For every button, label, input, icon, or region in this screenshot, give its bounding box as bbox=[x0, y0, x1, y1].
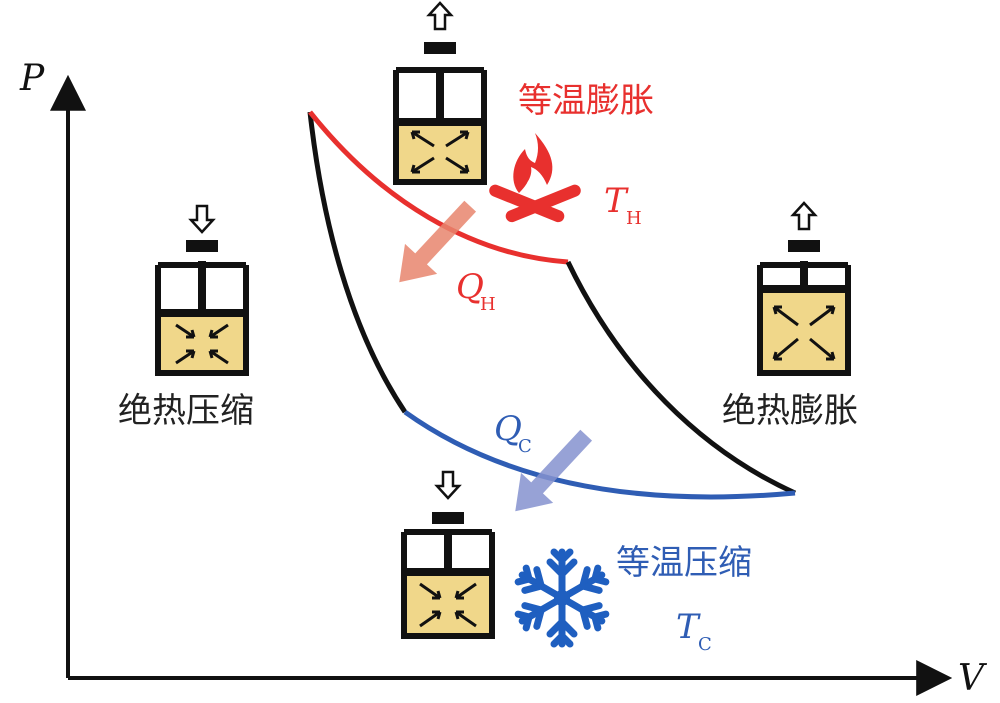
cycle-curves bbox=[307, 110, 797, 500]
heat-cold-sub: C bbox=[518, 436, 532, 457]
cold-temp-var: T bbox=[676, 607, 701, 647]
cold-temp-sub: C bbox=[698, 634, 712, 655]
hot-temp-sub: H bbox=[626, 208, 642, 229]
y-axis-label: P bbox=[19, 58, 45, 99]
label-cold-temperature: T C bbox=[676, 607, 712, 655]
axes: P V bbox=[19, 58, 988, 699]
label-heat-cold: Q C bbox=[494, 409, 532, 457]
adiabatic-compression-curve bbox=[307, 111, 408, 414]
piston-adiabatic-expansion bbox=[757, 201, 851, 376]
label-heat-hot: Q H bbox=[456, 267, 496, 315]
flame-icon bbox=[489, 133, 581, 223]
label-adiabatic-expansion: 绝热膨胀 bbox=[722, 391, 858, 431]
label-isothermal-expansion: 等温膨胀 bbox=[518, 81, 654, 121]
heat-hot-sub: H bbox=[480, 294, 496, 315]
arrow-up-icon bbox=[426, 1, 454, 31]
label-hot-temperature: T H bbox=[604, 181, 642, 229]
adiabatic-expansion-curve bbox=[565, 260, 797, 496]
arrow-down-icon bbox=[434, 470, 462, 500]
isothermal-compression-curve bbox=[403, 409, 796, 500]
arrow-up-icon bbox=[790, 201, 818, 231]
snowflake-icon bbox=[516, 548, 608, 644]
hot-temp-var: T bbox=[604, 181, 629, 221]
heat-hot-var: Q bbox=[456, 267, 484, 307]
piston-isothermal-expansion bbox=[393, 1, 487, 185]
heat-arrow-cold bbox=[515, 429, 593, 512]
piston-adiabatic-compression bbox=[155, 204, 249, 376]
isothermal-expansion-curve bbox=[308, 110, 569, 265]
label-adiabatic-compression: 绝热压缩 bbox=[118, 391, 254, 431]
label-isothermal-compression: 等温压缩 bbox=[616, 543, 752, 583]
heat-cold-var: Q bbox=[494, 409, 522, 449]
arrow-down-icon bbox=[188, 204, 216, 234]
heat-arrow-hot bbox=[399, 200, 477, 283]
piston-isothermal-compression bbox=[401, 470, 495, 639]
x-axis-label: V bbox=[958, 658, 988, 699]
